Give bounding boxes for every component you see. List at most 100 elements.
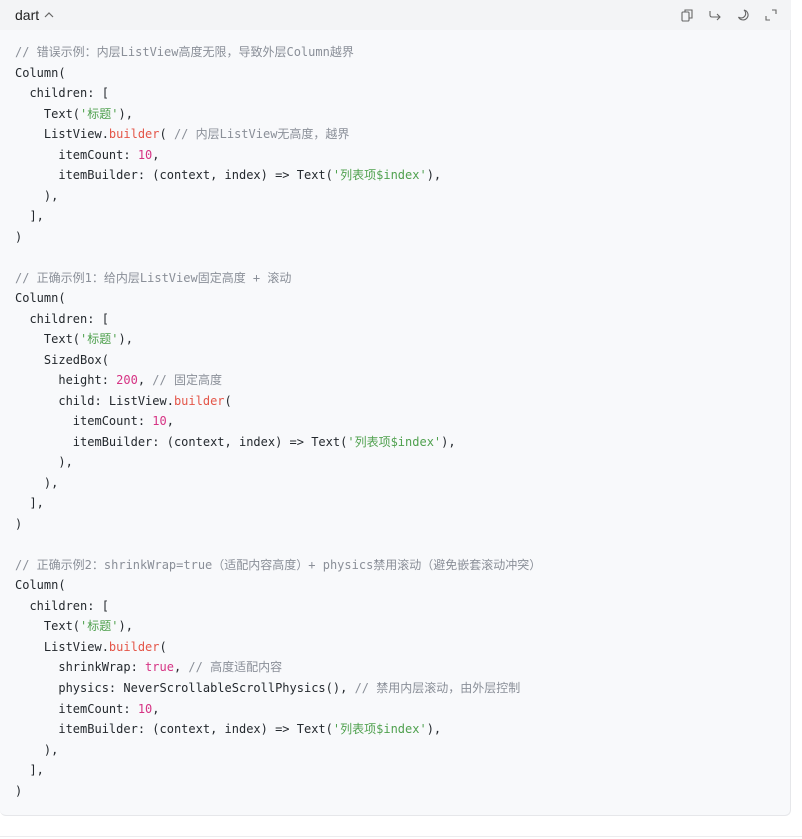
moon-icon bbox=[738, 9, 749, 21]
wrap-button[interactable] bbox=[707, 7, 723, 23]
language-collapse-toggle[interactable]: dart bbox=[15, 7, 55, 23]
code-token: ) bbox=[15, 783, 23, 798]
code-line: itemCount: 10, bbox=[15, 145, 780, 166]
code-line bbox=[15, 247, 780, 268]
code-token: children: [ bbox=[15, 598, 109, 613]
code-token: 10 bbox=[137, 701, 153, 716]
theme-toggle-button[interactable] bbox=[735, 7, 751, 23]
code-token: ), bbox=[15, 188, 59, 203]
code-token: ListView. bbox=[15, 127, 109, 142]
code-token: ( bbox=[159, 639, 167, 654]
code-content: // 错误示例：内层ListView高度无限，导致外层Column越界 Colum… bbox=[15, 42, 780, 801]
copy-button[interactable] bbox=[679, 7, 695, 23]
code-token: ), bbox=[118, 619, 133, 634]
code-token: 10 bbox=[152, 414, 167, 429]
code-block: dart bbox=[0, 0, 791, 816]
code-token: height: bbox=[15, 373, 117, 388]
code-line: ], bbox=[15, 760, 780, 781]
code-token: ), bbox=[15, 742, 59, 757]
code-token: itemBuilder: (context, index) => Text( bbox=[15, 434, 348, 449]
code-token: '标题' bbox=[80, 619, 119, 634]
code-line: shrinkWrap: true, // 高度适配内容 bbox=[15, 657, 780, 678]
divider bbox=[0, 836, 802, 837]
code-token: '标题' bbox=[80, 332, 119, 347]
code-line: children: [ bbox=[15, 596, 780, 617]
code-line: // 正确示例2：shrinkWrap=true（适配内容高度）+ physic… bbox=[15, 555, 780, 576]
code-token: '标题' bbox=[80, 106, 119, 121]
language-label: dart bbox=[15, 7, 40, 23]
code-token: physics: NeverScrollableScrollPhysics(), bbox=[15, 680, 355, 695]
code-token: , bbox=[137, 373, 153, 388]
code-line: itemBuilder: (context, index) => Text('列… bbox=[15, 432, 780, 453]
code-block-header: dart bbox=[0, 0, 791, 30]
fullscreen-button[interactable] bbox=[763, 7, 779, 23]
code-comment: // 内层ListView无高度，越界 bbox=[173, 127, 350, 142]
code-token: children: [ bbox=[15, 311, 109, 326]
code-token: '列表项$index' bbox=[332, 168, 427, 183]
code-comment: // 固定高度 bbox=[152, 373, 222, 388]
wrap-arrow-icon bbox=[709, 11, 721, 21]
code-token: Column( bbox=[15, 65, 66, 80]
code-line: ListView.builder( bbox=[15, 637, 780, 658]
code-token: , bbox=[173, 660, 189, 675]
code-line: height: 200, // 固定高度 bbox=[15, 370, 780, 391]
code-token: ), bbox=[118, 332, 133, 347]
code-token: ( bbox=[224, 393, 232, 408]
code-line: ], bbox=[15, 493, 780, 514]
code-token: '列表项$index' bbox=[347, 434, 442, 449]
code-token: SizedBox( bbox=[15, 352, 109, 367]
code-token: ListView. bbox=[15, 639, 109, 654]
code-line: child: ListView.builder( bbox=[15, 391, 780, 412]
code-line: ) bbox=[15, 514, 780, 535]
code-token: ], bbox=[15, 209, 44, 224]
code-line: Column( bbox=[15, 63, 780, 84]
code-line: itemCount: 10, bbox=[15, 699, 780, 720]
code-line: SizedBox( bbox=[15, 350, 780, 371]
code-line: // 正确示例1：给内层ListView固定高度 + 滚动 bbox=[15, 268, 780, 289]
code-token: ), bbox=[118, 106, 133, 121]
code-token: 200 bbox=[116, 373, 138, 388]
code-token: , bbox=[166, 414, 174, 429]
code-token: ) bbox=[15, 516, 23, 531]
code-token: ), bbox=[426, 168, 442, 183]
code-token: ( bbox=[159, 127, 174, 142]
code-comment: // 错误示例：内层ListView高度无限，导致外层Column越界 bbox=[15, 45, 354, 59]
code-token: ), bbox=[15, 475, 59, 490]
code-line: Text('标题'), bbox=[15, 616, 780, 637]
code-token: Column( bbox=[15, 291, 66, 306]
code-comment: // 正确示例1：给内层ListView固定高度 + 滚动 bbox=[15, 270, 292, 285]
code-token: ) bbox=[15, 229, 23, 244]
code-line: physics: NeverScrollableScrollPhysics(),… bbox=[15, 678, 780, 699]
code-token: itemBuilder: (context, index) => Text( bbox=[15, 722, 333, 737]
code-token: itemCount: bbox=[15, 414, 153, 429]
code-line: Text('标题'), bbox=[15, 104, 780, 125]
code-line: Column( bbox=[15, 575, 780, 596]
code-token: builder bbox=[173, 393, 225, 408]
code-token: builder bbox=[108, 639, 160, 654]
code-token: ], bbox=[15, 763, 44, 778]
code-token: itemCount: bbox=[15, 147, 138, 162]
code-token: itemBuilder: (context, index) => Text( bbox=[15, 168, 333, 183]
code-token: Text( bbox=[15, 619, 81, 634]
code-token: shrinkWrap: bbox=[15, 660, 146, 675]
code-token: child: ListView. bbox=[15, 393, 174, 408]
expand-icon bbox=[765, 9, 777, 21]
code-token: builder bbox=[108, 127, 160, 142]
header-actions bbox=[679, 7, 779, 23]
code-comment: // 禁用内层滚动，由外层控制 bbox=[354, 680, 521, 695]
code-line: ListView.builder( // 内层ListView无高度，越界 bbox=[15, 124, 780, 145]
code-line: children: [ bbox=[15, 83, 780, 104]
code-line: ), bbox=[15, 452, 780, 473]
code-token: '列表项$index' bbox=[332, 722, 427, 737]
code-line: Column( bbox=[15, 288, 780, 309]
code-token: Text( bbox=[15, 332, 81, 347]
code-line: itemBuilder: (context, index) => Text('列… bbox=[15, 165, 780, 186]
code-line: ), bbox=[15, 186, 780, 207]
chevron-up-icon bbox=[44, 12, 54, 18]
code-token: itemCount: bbox=[15, 701, 138, 716]
code-line: itemBuilder: (context, index) => Text('列… bbox=[15, 719, 780, 740]
code-line bbox=[15, 534, 780, 555]
code-token: Column( bbox=[15, 578, 66, 593]
code-line: itemCount: 10, bbox=[15, 411, 780, 432]
code-token: , bbox=[152, 701, 160, 716]
